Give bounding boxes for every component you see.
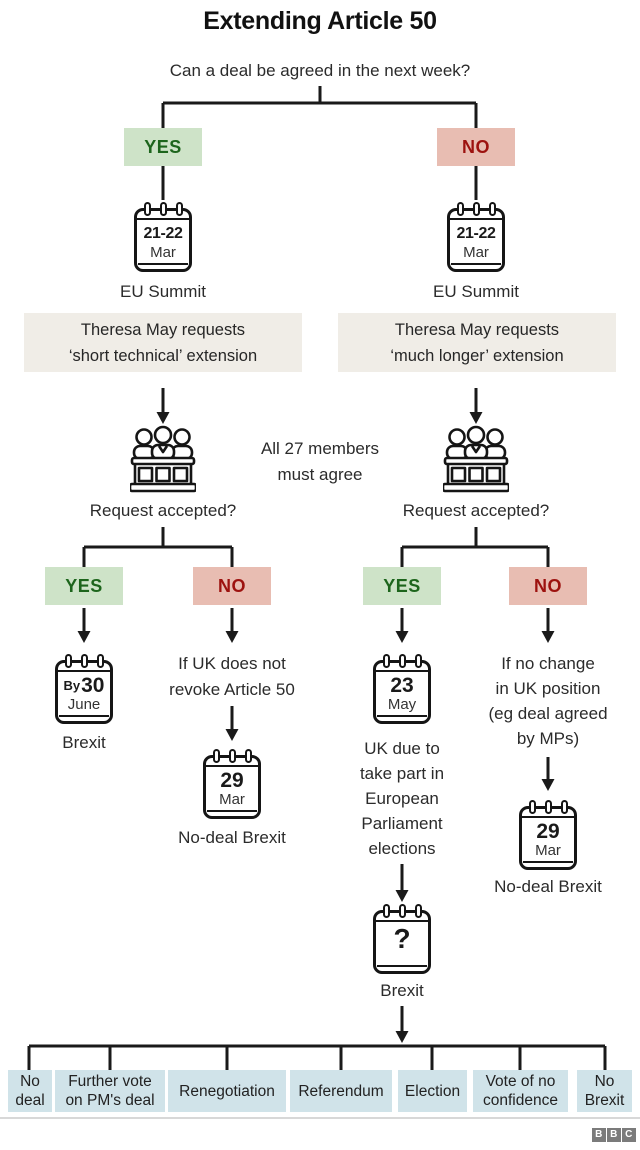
calendar-date: 29	[536, 820, 560, 843]
calendar-brexit-unknown: ?	[373, 904, 431, 974]
calendar-date: 21-22	[456, 225, 496, 242]
request-no-left: NO	[193, 567, 271, 605]
outcome-further-vote: Further vote on PM's deal	[55, 1070, 165, 1112]
request-accepted-question-right: Request accepted?	[402, 501, 550, 520]
calendar-month: May	[387, 696, 417, 713]
calendar-brexit-june: By30 June	[55, 654, 113, 724]
answer-yes-left: YES	[124, 128, 202, 166]
eu-members-icon-left	[130, 425, 196, 493]
calendar-rings-icon	[450, 202, 502, 216]
calendar-eu-summit-right: 21-22 Mar	[447, 202, 505, 272]
calendar-rings-icon	[376, 904, 428, 918]
brexit-label-final: Brexit	[380, 981, 424, 1000]
calendar-month: Mar	[219, 791, 245, 808]
footer-divider	[0, 1117, 640, 1119]
calendar-eu-summit-left: 21-22 Mar	[134, 202, 192, 272]
calendar-month: Mar	[463, 244, 489, 261]
calendar-page-edge	[377, 715, 427, 717]
no-deal-brexit-label-left: No-deal Brexit	[178, 828, 286, 847]
calendar-header-line	[522, 816, 574, 818]
calendar-date-prefix: By	[63, 678, 81, 693]
calendar-month: June	[67, 696, 101, 713]
request-yes-right: YES	[363, 567, 441, 605]
request-accepted-question-left: Request accepted?	[89, 501, 237, 520]
eu-summit-label-right: EU Summit	[433, 282, 519, 301]
root-question: Can a deal be agreed in the next week?	[169, 61, 471, 80]
outcome-no-brexit: No Brexit	[577, 1070, 632, 1112]
calendar-header-line	[206, 765, 258, 767]
calendar-header-line	[376, 670, 428, 672]
eu-elections-text: UK due to take part in European Parliame…	[359, 739, 445, 858]
calendar-header-line	[376, 920, 428, 922]
no-change-condition-text: If no change in UK position (eg deal agr…	[488, 654, 608, 748]
calendar-date: 23	[390, 674, 414, 697]
calendar-elections-may: 23 May	[373, 654, 431, 724]
request-no-right: NO	[509, 567, 587, 605]
calendar-rings-icon	[376, 654, 428, 668]
calendar-date: 29	[220, 769, 244, 792]
bbc-logo-letter: B	[607, 1128, 621, 1142]
outcome-no-deal: No deal	[8, 1070, 52, 1112]
calendar-rings-icon	[522, 800, 574, 814]
calendar-header-line	[137, 218, 189, 220]
bbc-logo-letter: C	[622, 1128, 636, 1142]
calendar-header-line	[450, 218, 502, 220]
calendar-no-deal-right: 29 Mar	[519, 800, 577, 870]
outcome-renegotiation: Renegotiation	[168, 1070, 286, 1112]
bbc-logo: B B C	[592, 1128, 636, 1142]
outcome-no-confidence-vote: Vote of no confidence	[473, 1070, 568, 1112]
page-title: Extending Article 50	[203, 7, 437, 35]
calendar-rings-icon	[137, 202, 189, 216]
calendar-month: Mar	[150, 244, 176, 261]
calendar-page-edge	[377, 965, 427, 967]
request-yes-left: YES	[45, 567, 123, 605]
calendar-date: ?	[393, 923, 411, 954]
bbc-logo-letter: B	[592, 1128, 606, 1142]
eu-summit-label-left: EU Summit	[120, 282, 206, 301]
calendar-date-number: 30	[81, 674, 105, 697]
calendar-date: 21-22	[143, 225, 183, 242]
calendar-rings-icon	[206, 749, 258, 763]
request-note-right: Theresa May requests ‘much longer’ exten…	[338, 313, 616, 372]
calendar-page-edge	[523, 861, 573, 863]
request-note-left: Theresa May requests ‘short technical’ e…	[24, 313, 302, 372]
revoke-condition-text: If UK does not revoke Article 50	[169, 654, 295, 699]
calendar-rings-icon	[58, 654, 110, 668]
calendar-header-line	[58, 670, 110, 672]
calendar-page-edge	[451, 263, 501, 265]
calendar-page-edge	[138, 263, 188, 265]
calendar-page-edge	[59, 715, 109, 717]
no-deal-brexit-label-right: No-deal Brexit	[494, 877, 602, 896]
calendar-date: By30	[58, 675, 110, 697]
all-members-note: All 27 members must agree	[260, 439, 380, 484]
outcome-referendum: Referendum	[290, 1070, 392, 1112]
answer-no-right: NO	[437, 128, 515, 166]
calendar-no-deal-left: 29 Mar	[203, 749, 261, 819]
calendar-page-edge	[207, 810, 257, 812]
brexit-label-left: Brexit	[62, 733, 106, 752]
outcome-election: Election	[398, 1070, 467, 1112]
calendar-month: Mar	[535, 842, 561, 859]
eu-members-icon-right	[443, 425, 509, 493]
